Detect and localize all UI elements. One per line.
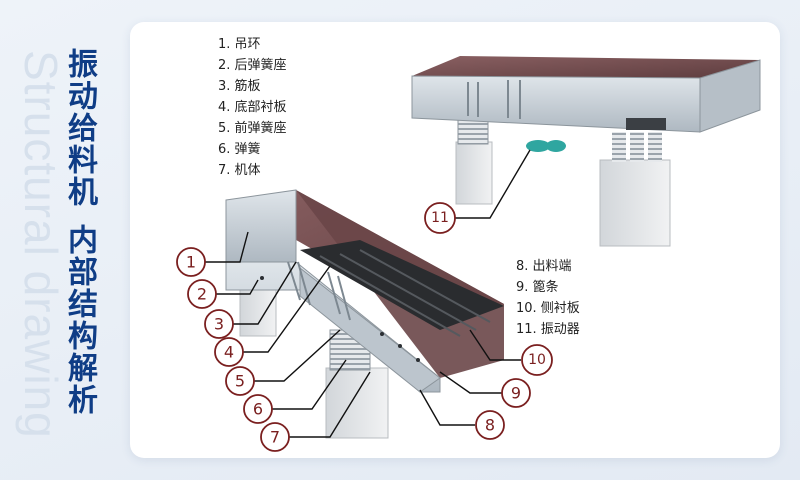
legend-bottom: 8. 出料端 9. 篦条 10. 侧衬板 11. 振动器 [516, 256, 580, 340]
callout-6-label: 6 [253, 400, 263, 419]
callout-8: 8 [475, 410, 505, 440]
callout-3-label: 3 [214, 315, 224, 334]
callout-5: 5 [225, 366, 255, 396]
callout-4: 4 [214, 337, 244, 367]
callout-1-label: 1 [186, 253, 196, 272]
callout-9-label: 9 [511, 384, 521, 403]
callout-11-label: 11 [431, 210, 449, 226]
legend-item: 7. 机体 [218, 163, 261, 178]
callout-9: 9 [501, 378, 531, 408]
legend-item: 8. 出料端 [516, 259, 572, 274]
callout-8-label: 8 [485, 416, 495, 435]
callout-7: 7 [260, 422, 290, 452]
legend-item: 10. 侧衬板 [516, 301, 580, 316]
callout-10: 10 [521, 344, 553, 376]
callout-7-label: 7 [270, 428, 280, 447]
legend-item: 11. 振动器 [516, 322, 580, 337]
callout-10-label: 10 [528, 352, 546, 368]
callout-2: 2 [187, 279, 217, 309]
legend-item: 6. 弹簧 [218, 142, 261, 157]
feeder-view-main [225, 189, 504, 439]
callout-1: 1 [176, 247, 206, 277]
watermark-text: Structural drawing [15, 50, 67, 439]
title-line-1: 振动给料机 [62, 48, 97, 208]
legend-item: 1. 吊环 [218, 37, 261, 52]
legend-item: 4. 底部衬板 [218, 100, 287, 115]
feeder-view-top [411, 56, 761, 247]
legend-item: 3. 筋板 [218, 79, 261, 94]
callout-4-label: 4 [224, 343, 234, 362]
title-line-2: 内部结构解析 [62, 224, 97, 416]
callout-3: 3 [204, 309, 234, 339]
sidebar: Structural drawing 振动给料机内部结构解析 [0, 0, 130, 480]
callout-2-label: 2 [197, 285, 207, 304]
page-title: 振动给料机内部结构解析 [62, 48, 97, 416]
legend-item: 5. 前弹簧座 [218, 121, 287, 136]
callout-6: 6 [243, 394, 273, 424]
legend-top: 1. 吊环 2. 后弹簧座 3. 筋板 4. 底部衬板 5. 前弹簧座 6. 弹… [218, 34, 287, 181]
legend-item: 2. 后弹簧座 [218, 58, 287, 73]
callout-11: 11 [424, 202, 456, 234]
leader-lines [205, 149, 531, 438]
callout-5-label: 5 [235, 372, 245, 391]
legend-item: 9. 篦条 [516, 280, 559, 295]
